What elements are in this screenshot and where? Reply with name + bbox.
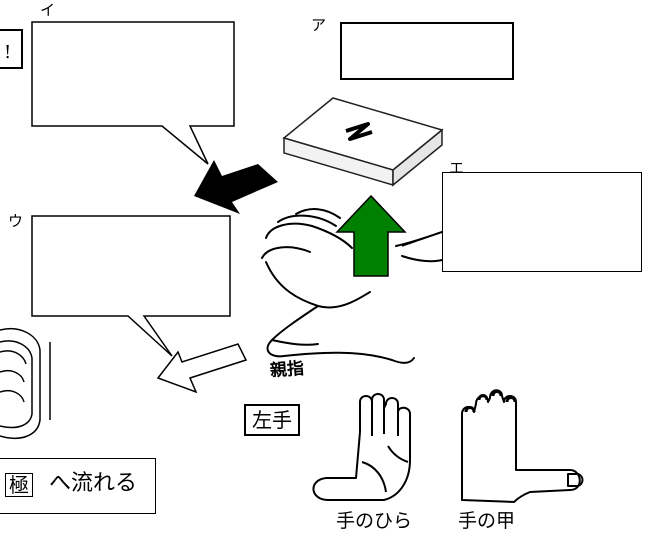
- label-e: エ: [449, 159, 465, 177]
- label-a: ア: [311, 16, 327, 34]
- answer-box-a[interactable]: [340, 22, 514, 80]
- white-current-arrow: [156, 343, 248, 394]
- magnet-n-mark: [345, 122, 373, 141]
- black-field-arrow: [194, 160, 278, 214]
- flow-boxed-char: 極: [5, 473, 33, 497]
- label-i: イ: [40, 1, 56, 19]
- hand-drawing: [261, 208, 443, 364]
- left-hand-label: 左手: [244, 404, 300, 436]
- callout-box-i[interactable]: [30, 14, 240, 204]
- left-edge-mark: !: [4, 42, 12, 63]
- callout-box-e[interactable]: [442, 172, 642, 272]
- label-u: ウ: [8, 212, 24, 230]
- back-hand-label: 手の甲: [458, 510, 516, 532]
- callout-box-u[interactable]: [30, 214, 240, 364]
- palm-label: 手のひら: [336, 510, 413, 532]
- flow-text: へ流れる: [49, 471, 138, 496]
- magnet-block: [282, 97, 444, 187]
- palm-sketch: [312, 393, 411, 501]
- back-hand-sketch: [461, 389, 584, 503]
- flow-text-box: 極 へ流れる: [0, 458, 156, 514]
- thumb-label: 親指: [269, 358, 305, 382]
- green-force-arrow: [335, 194, 407, 277]
- cut-off-box-top-left: [0, 29, 23, 69]
- coil-drawing: [0, 328, 51, 440]
- callout-pointers: [401, 231, 443, 247]
